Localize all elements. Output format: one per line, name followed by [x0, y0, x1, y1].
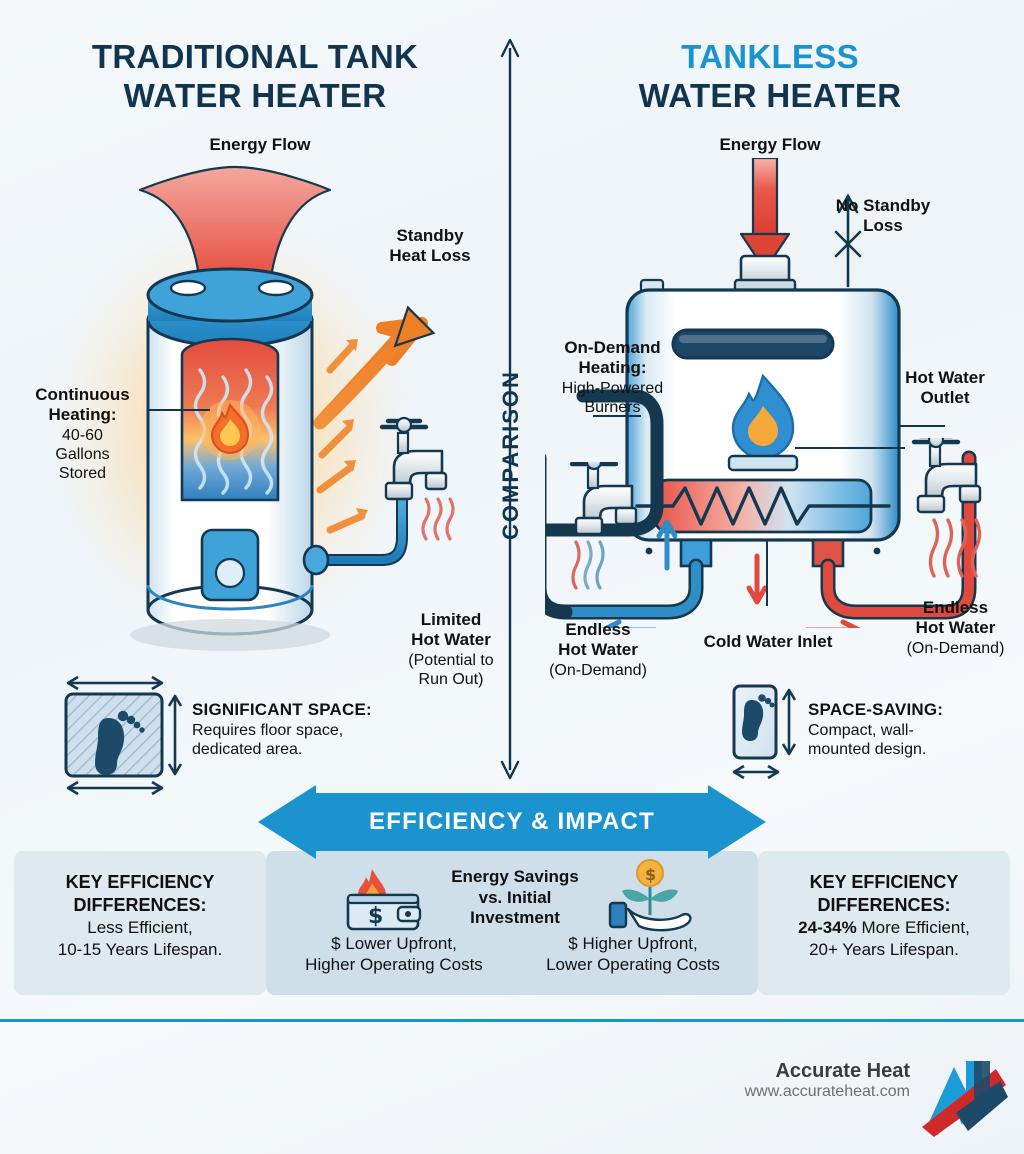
- left-energy-flow-label: Energy Flow: [209, 135, 311, 154]
- mid-right-caption-1: $ Higher Upfront,: [568, 934, 698, 953]
- svg-text:$: $: [368, 904, 383, 929]
- banner-left-arrowhead: [258, 785, 316, 859]
- mid-head-3: Investment: [470, 908, 560, 928]
- significant-space-body-1: Requires floor space,: [192, 721, 344, 739]
- endless-hot-water-right-label: Endless Hot Water (On-Demand): [906, 598, 1005, 657]
- endless-hot-water-left-label: Endless Hot Water (On-Demand): [549, 620, 647, 679]
- traditional-footprint-diagram: [64, 675, 183, 796]
- tankless-footprint-diagram: [732, 684, 797, 780]
- mid-right-caption-2: Lower Operating Costs: [546, 955, 720, 975]
- hot-water-outlet-label: Hot Water Outlet: [905, 368, 985, 408]
- standby-heat-loss-label: Standby Heat Loss: [389, 226, 471, 266]
- brand-name: Accurate Heat: [775, 1060, 910, 1082]
- left-column-title: TRADITIONAL TANK WATER HEATER: [40, 38, 470, 116]
- left-panel-head-1: KEY EFFICIENCY: [65, 872, 215, 892]
- hand-plant-coin-icon: $: [608, 859, 692, 932]
- left-title-line-2: WATER HEATER: [123, 76, 387, 114]
- mid-head-1: Energy Savings: [451, 867, 579, 886]
- right-energy-flow-label: Energy Flow: [719, 135, 821, 154]
- right-key-differences-panel: KEY EFFICIENCY DIFFERENCES: 24-34% More …: [758, 851, 1010, 995]
- left-panel-head-2: DIFFERENCES:: [73, 895, 207, 916]
- wallet-flame-icon: $: [346, 869, 422, 931]
- efficiency-impact-banner: EFFICIENCY & IMPACT: [258, 785, 766, 859]
- left-panel-body-2: 10-15 Years Lifespan.: [57, 939, 223, 959]
- banner-label: EFFICIENCY & IMPACT: [369, 808, 655, 835]
- right-panel-body-2: 20+ Years Lifespan.: [809, 939, 959, 959]
- left-panel-body-1: Less Efficient,: [87, 918, 193, 938]
- tankless-heater-illustration: [545, 158, 977, 628]
- mid-left-caption-1: $ Lower Upfront,: [331, 934, 457, 953]
- right-title-line-1: TANKLESS: [681, 38, 859, 75]
- mid-left-caption-2: Higher Operating Costs: [305, 955, 483, 975]
- tank-heater-illustration: [45, 165, 455, 651]
- svg-text:$: $: [645, 865, 656, 884]
- significant-space-body-2: dedicated area.: [192, 741, 303, 759]
- space-saving-body-2: mounted design.: [808, 741, 927, 759]
- significant-space-text: SIGNIFICANT SPACE: Requires floor space,…: [192, 700, 442, 760]
- banner-band: [314, 793, 710, 851]
- significant-space-heading: SIGNIFICANT SPACE:: [192, 700, 372, 719]
- mid-right-caption: $ Higher Upfront, Lower Operating Costs: [514, 933, 752, 976]
- energy-savings-panel: $ Energy Savings vs. Initial Investment …: [266, 851, 758, 995]
- continuous-heating-label: Continuous Heating: 40-60 Gallons Stored: [35, 385, 130, 483]
- right-panel-body-1: 24-34% More Efficient,: [758, 917, 1010, 939]
- tankless-left-faucet: [569, 462, 638, 590]
- limited-hot-water-label: Limited Hot Water (Potential to Run Out): [408, 610, 494, 688]
- on-demand-heating-label: On-Demand Heating: High-Powered Burners: [561, 338, 664, 416]
- right-panel-head-1: KEY EFFICIENCY: [809, 872, 959, 892]
- footer-divider: [0, 1019, 1024, 1022]
- comparison-label: COMPARISON: [498, 370, 523, 540]
- comparison-axis: [500, 38, 520, 780]
- brand-url[interactable]: www.accurateheat.com: [744, 1083, 910, 1100]
- mid-left-caption: $ Lower Upfront, Higher Operating Costs: [276, 933, 512, 976]
- right-panel-body-1-rest: More Efficient,: [856, 918, 970, 938]
- right-title-line-2: WATER HEATER: [638, 76, 902, 114]
- mid-head-2: vs. Initial: [478, 887, 552, 907]
- accurate-heat-logo: [922, 1061, 1008, 1137]
- banner-right-arrowhead: [708, 785, 766, 859]
- cold-water-inlet-label: Cold Water Inlet: [703, 632, 833, 651]
- left-key-differences-panel: KEY EFFICIENCY DIFFERENCES: Less Efficie…: [14, 851, 266, 995]
- right-column-title: TANKLESS WATER HEATER: [555, 38, 985, 116]
- space-saving-text: SPACE-SAVING: Compact, wall- mounted des…: [808, 700, 1024, 760]
- energy-savings-heading: Energy Savings vs. Initial Investment: [430, 867, 600, 929]
- space-saving-heading: SPACE-SAVING:: [808, 700, 944, 719]
- tankless-right-faucet: [911, 438, 982, 578]
- left-title-line-1: TRADITIONAL TANK: [91, 38, 419, 75]
- right-panel-head-2: DIFFERENCES:: [817, 895, 951, 916]
- brand-block: Accurate Heat www.accurateheat.com: [600, 1060, 910, 1101]
- right-panel-efficiency-figure: 24-34%: [798, 918, 857, 938]
- space-saving-body-1: Compact, wall-: [808, 721, 914, 739]
- no-standby-loss-label: No Standby Loss: [835, 196, 931, 236]
